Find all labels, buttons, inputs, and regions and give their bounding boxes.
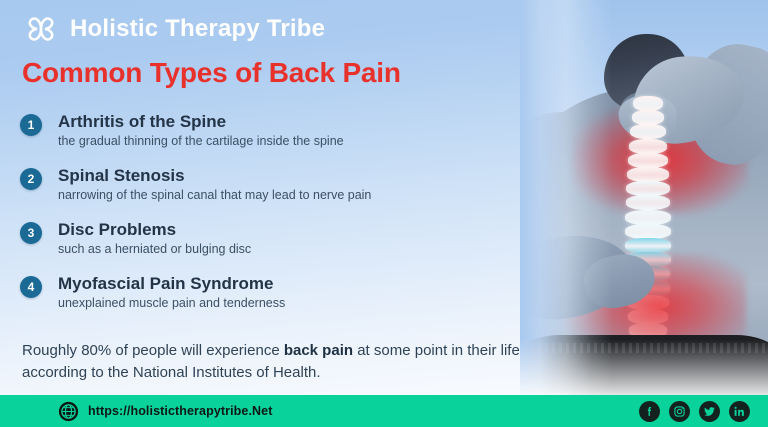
vertebra <box>630 124 666 140</box>
list-item-description: unexplained muscle pain and tenderness <box>58 295 286 310</box>
vertebra <box>625 195 671 211</box>
list-item-description: such as a herniated or bulging disc <box>58 241 252 256</box>
list-item-number-badge: 1 <box>20 114 42 136</box>
clover-knot-logo-icon <box>22 10 60 48</box>
list-item-title: Myofascial Pain Syndrome <box>58 274 274 293</box>
statistic-paragraph: Roughly 80% of people will experience ba… <box>22 340 542 384</box>
linkedin-icon[interactable] <box>729 400 750 422</box>
list-item: 2 Spinal Stenosis narrowing of the spina… <box>20 166 490 210</box>
vertebra <box>628 152 668 168</box>
vertebra <box>631 110 665 126</box>
twitter-icon[interactable] <box>699 400 720 422</box>
list-item-description: narrowing of the spinal canal that may l… <box>58 187 372 202</box>
vertebra <box>629 138 667 154</box>
back-pain-photo <box>520 0 768 399</box>
list-item-title: Spinal Stenosis <box>58 166 185 185</box>
footer-bar: https://holistictherapytribe.Net <box>0 395 768 427</box>
back-pain-types-list: 1 Arthritis of the Spine the gradual thi… <box>20 112 490 328</box>
statistic-text-after: at some point in their life according to… <box>22 342 520 381</box>
vertebra <box>626 181 670 197</box>
brand-header: Holistic Therapy Tribe <box>22 10 325 48</box>
social-links <box>639 400 750 422</box>
list-item-title: Disc Problems <box>58 220 177 239</box>
list-item-number-badge: 4 <box>20 276 42 298</box>
instagram-icon[interactable] <box>669 400 690 422</box>
list-item-number-badge: 2 <box>20 168 42 190</box>
list-item-number-badge: 3 <box>20 222 42 244</box>
vertebra <box>625 238 671 253</box>
statistic-highlight: back pain <box>283 342 354 359</box>
list-item: 3 Disc Problems such as a herniated or b… <box>20 220 490 264</box>
list-item-title: Arthritis of the Spine <box>58 112 227 131</box>
list-item: 1 Arthritis of the Spine the gradual thi… <box>20 112 490 156</box>
globe-icon <box>58 401 79 422</box>
page-title: Common Types of Back Pain <box>22 57 401 88</box>
facebook-icon[interactable] <box>639 400 660 422</box>
list-item: 4 Myofascial Pain Syndrome unexplained m… <box>20 274 490 318</box>
vertebra <box>627 167 669 182</box>
photo-left-fade <box>520 0 612 399</box>
statistic-text-before: Roughly 80% of people will experience <box>22 342 284 359</box>
list-item-description: the gradual thinning of the cartilage in… <box>58 133 344 148</box>
vertebra <box>633 96 663 111</box>
brand-name: Holistic Therapy Tribe <box>70 15 326 42</box>
website-url-text: https://holistictherapytribe.Net <box>88 404 273 418</box>
vertebra <box>625 223 671 239</box>
vertebra <box>625 209 671 225</box>
website-link[interactable]: https://holistictherapytribe.Net <box>58 401 272 422</box>
photo-bottom-fade <box>520 339 768 399</box>
